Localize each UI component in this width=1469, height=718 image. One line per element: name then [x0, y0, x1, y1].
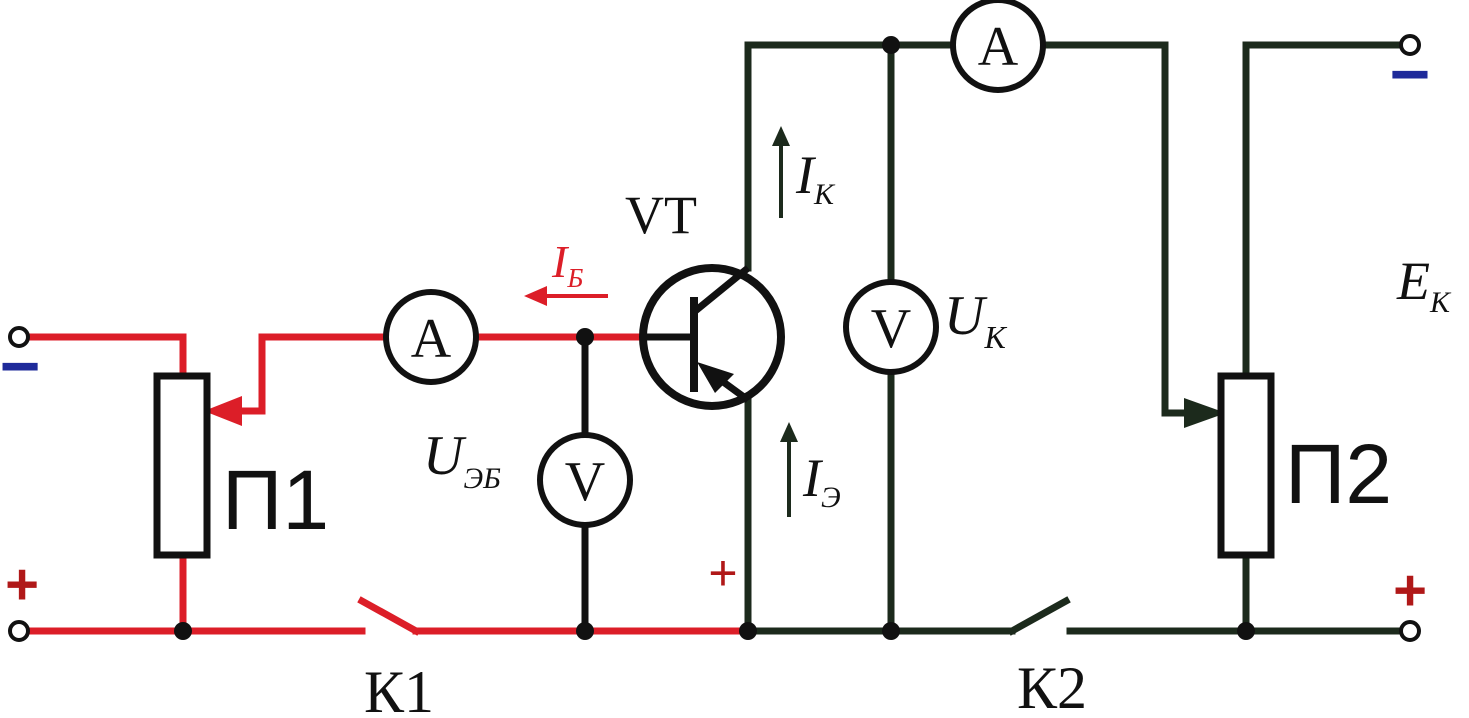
terminal-right-top [1399, 34, 1421, 56]
left-plus-sign: + [5, 552, 39, 617]
terminals [8, 34, 1421, 642]
collector-voltmeter-label: V [871, 298, 911, 360]
collector-current-label: IК [795, 145, 836, 211]
collector-circuit-wires [744, 41, 1412, 636]
base-circuit-wires [18, 333, 752, 636]
left-minus-sign: − [0, 327, 40, 405]
transistor-emitter-lead [719, 378, 751, 403]
transistor-vt [639, 264, 785, 410]
switch-k1-label: К1 [364, 659, 434, 718]
p2-wiper-arrow [1184, 398, 1226, 428]
collector-wire [744, 41, 956, 272]
terminal-left-top [8, 326, 30, 348]
source-emf-label: EК [1396, 251, 1452, 319]
emitter-current-label: IЭ [802, 448, 841, 514]
junction-dot [1237, 622, 1255, 640]
terminal-right-bottom [1399, 620, 1421, 642]
p1-wiper-wire [230, 333, 388, 415]
junction-dot [576, 622, 594, 640]
p2-top-wire [1242, 41, 1412, 379]
base-voltage-subscript: ЭБ [463, 462, 501, 495]
base-current-label: IБ [551, 236, 583, 293]
junction-dot [882, 622, 900, 640]
right-plus-sign: + [1393, 558, 1427, 623]
potentiometer-p2-label: П2 [1285, 427, 1392, 521]
collector-voltmeter: V [843, 279, 939, 375]
junction-dot [739, 622, 757, 640]
emitter-plus-sign: + [708, 545, 737, 601]
collector-ammeter: A [950, 0, 1046, 93]
base-ammeter-label: A [411, 308, 452, 370]
base-current-symbol: I [551, 236, 570, 287]
junction-dot [174, 622, 192, 640]
top-left-wire [18, 333, 187, 378]
collector-current-arrowhead [772, 126, 790, 146]
right-minus-sign: − [1390, 35, 1431, 113]
emitter-current-symbol: I [802, 448, 824, 508]
switch-k2-label: К2 [1017, 655, 1087, 718]
base-current-subscript: Б [566, 263, 583, 293]
collector-voltage-label: UК [944, 285, 1007, 355]
p1-wiper-arrow [204, 396, 242, 426]
base-voltmeter-label: V [565, 451, 605, 513]
potentiometer-p1 [153, 372, 211, 559]
base-current-arrowhead [524, 286, 547, 306]
transistor-label: VT [625, 185, 697, 245]
junction-dots [174, 36, 1255, 640]
potentiometer-p2 [1217, 372, 1275, 559]
collector-voltage-symbol: U [944, 285, 988, 347]
base-voltage-label: UЭБ [423, 425, 501, 495]
base-ammeter: A [383, 289, 479, 385]
k2-switch-blade [1007, 596, 1071, 636]
transistor-collector-lead [691, 265, 751, 315]
source-emf-symbol: E [1396, 251, 1430, 311]
transistor-emitter-arrow [697, 362, 734, 393]
base-voltmeter: V [537, 432, 633, 528]
ammeter-right-wire [1041, 41, 1190, 417]
collector-ammeter-label: A [978, 16, 1019, 78]
potentiometer-p1-label: П1 [222, 453, 329, 547]
base-voltage-symbol: U [423, 425, 467, 487]
terminal-left-bottom [8, 620, 30, 642]
collector-voltage-subscript: К [983, 319, 1007, 355]
junction-dot [576, 328, 594, 346]
collector-current-symbol: I [795, 145, 817, 205]
emitter-current-subscript: Э [821, 481, 841, 514]
k1-switch-blade [357, 596, 421, 636]
collector-current-subscript: К [813, 178, 836, 211]
junction-dot [882, 36, 900, 54]
emitter-current-arrowhead [780, 422, 798, 442]
source-emf-subscript: К [1429, 286, 1452, 319]
